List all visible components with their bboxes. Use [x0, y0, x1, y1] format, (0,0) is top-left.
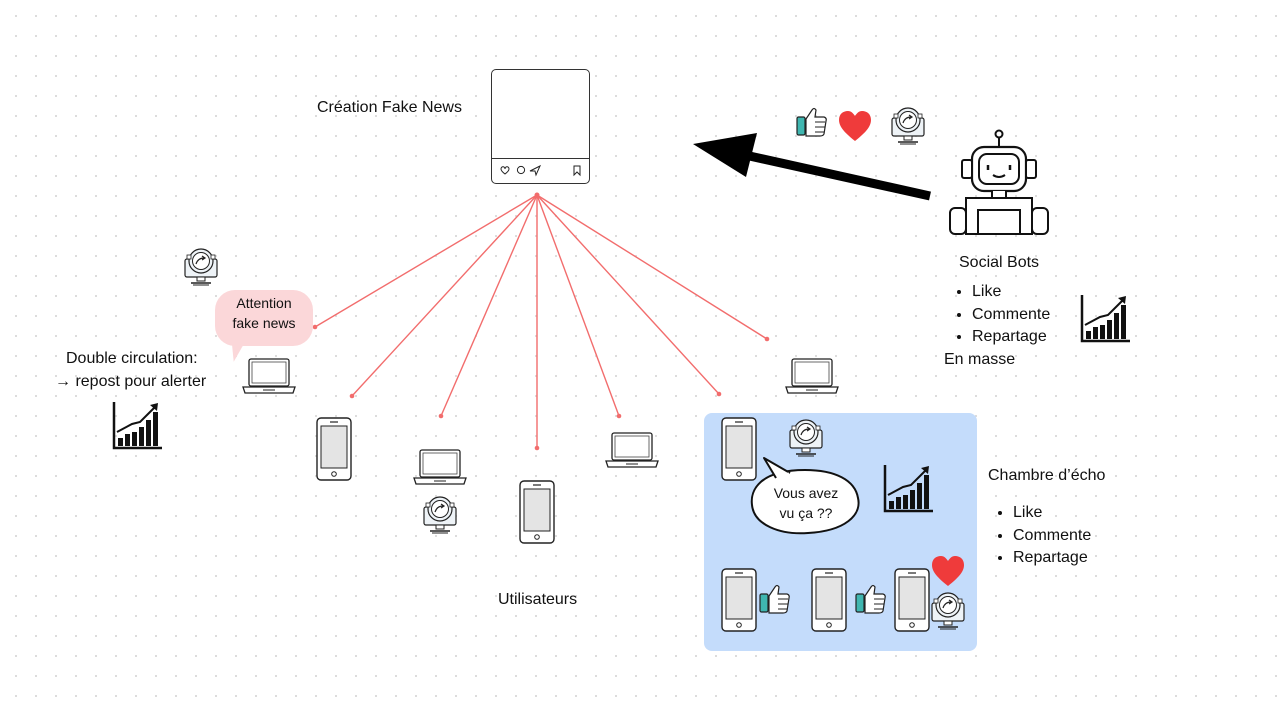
echo-smartphone-icon [894, 568, 930, 632]
bot-like-icon [796, 107, 827, 137]
spread-end-dot [349, 393, 355, 399]
spread-line [536, 194, 620, 417]
bots-action-item: Commente [972, 304, 1050, 327]
fake-news-post [491, 69, 590, 184]
echo-share-icon [931, 592, 965, 630]
echo-smartphone-icon [721, 417, 757, 481]
bot-heart-icon [839, 111, 871, 141]
bots-action-list: Like Commente Repartage [944, 281, 1050, 349]
speech-bubble-text: Vous avez vu ça ?? [768, 483, 844, 523]
speech-line-1: Vous avez [773, 485, 839, 501]
spread-line [536, 194, 768, 340]
echo-label: Chambre d’écho [988, 467, 1106, 484]
spread-end-dot [438, 413, 444, 419]
bot-arrow-line [744, 150, 931, 201]
speech-line-2: vu ça ?? [779, 505, 833, 521]
bots-action-item: Repartage [972, 326, 1050, 349]
echo-like-icon [759, 584, 790, 614]
speech-bubble-tail-join [776, 472, 790, 478]
spread-line [314, 194, 538, 328]
laptop-icon [605, 432, 659, 468]
smartphone-icon [316, 417, 352, 481]
alert-line-2: fake news [232, 315, 296, 331]
spread-lines [312, 192, 770, 451]
spread-line [351, 194, 538, 397]
echo-action-item: Repartage [1013, 547, 1091, 570]
alert-bubble: Attention fake news [215, 290, 313, 346]
post-action-bar [492, 158, 589, 183]
robot-icon [949, 129, 1049, 235]
alert-share-icon [184, 248, 218, 286]
echo-like-icon [855, 584, 886, 614]
spread-end-dot [764, 336, 770, 342]
spread-line [440, 194, 538, 417]
bots-suffix: En masse [944, 351, 1016, 368]
bots-action-item: Like [972, 281, 1050, 304]
echo-trend-chart-icon [883, 463, 935, 513]
echo-heart-icon [932, 556, 964, 586]
spread-end-dot [312, 324, 318, 330]
spread-line [536, 194, 720, 395]
smartphone-icon [519, 480, 555, 544]
spread-end-dot [716, 391, 722, 397]
spread-end-dot [616, 413, 622, 419]
post-heart-icon [500, 166, 510, 175]
echo-action-list: Like Commente Repartage [985, 502, 1091, 570]
post-bookmark-icon [573, 165, 581, 177]
echo-smartphone-icon [811, 568, 847, 632]
double-circulation-label: Double circulation: [66, 350, 198, 367]
double-circulation-note: → repost pour alerter [55, 373, 207, 390]
post-actions-icons [500, 164, 581, 177]
post-send-icon [529, 164, 542, 177]
echo-share-icon [789, 419, 823, 457]
user-share-icon [423, 496, 457, 534]
speech-bubble [750, 468, 860, 535]
echo-smartphone-icon [721, 568, 757, 632]
bots-trend-chart-icon [1080, 293, 1132, 343]
bots-label: Social Bots [959, 254, 1040, 271]
laptop-icon [785, 358, 839, 394]
laptop-icon [413, 449, 467, 485]
alert-line-1: Attention [236, 295, 292, 311]
echo-action-item: Like [1013, 502, 1091, 525]
bot-arrow-head [693, 133, 757, 177]
echo-action-item: Commente [1013, 525, 1091, 548]
users-label: Utilisateurs [498, 591, 578, 608]
double-trend-chart-icon [112, 400, 164, 450]
post-title: Création Fake News [317, 99, 462, 116]
post-comment-icon [516, 165, 526, 175]
speech-bubble-tail [763, 457, 791, 479]
laptop-icon [242, 358, 296, 394]
bot-share-icon [891, 107, 925, 145]
spread-end-dot [534, 445, 540, 451]
